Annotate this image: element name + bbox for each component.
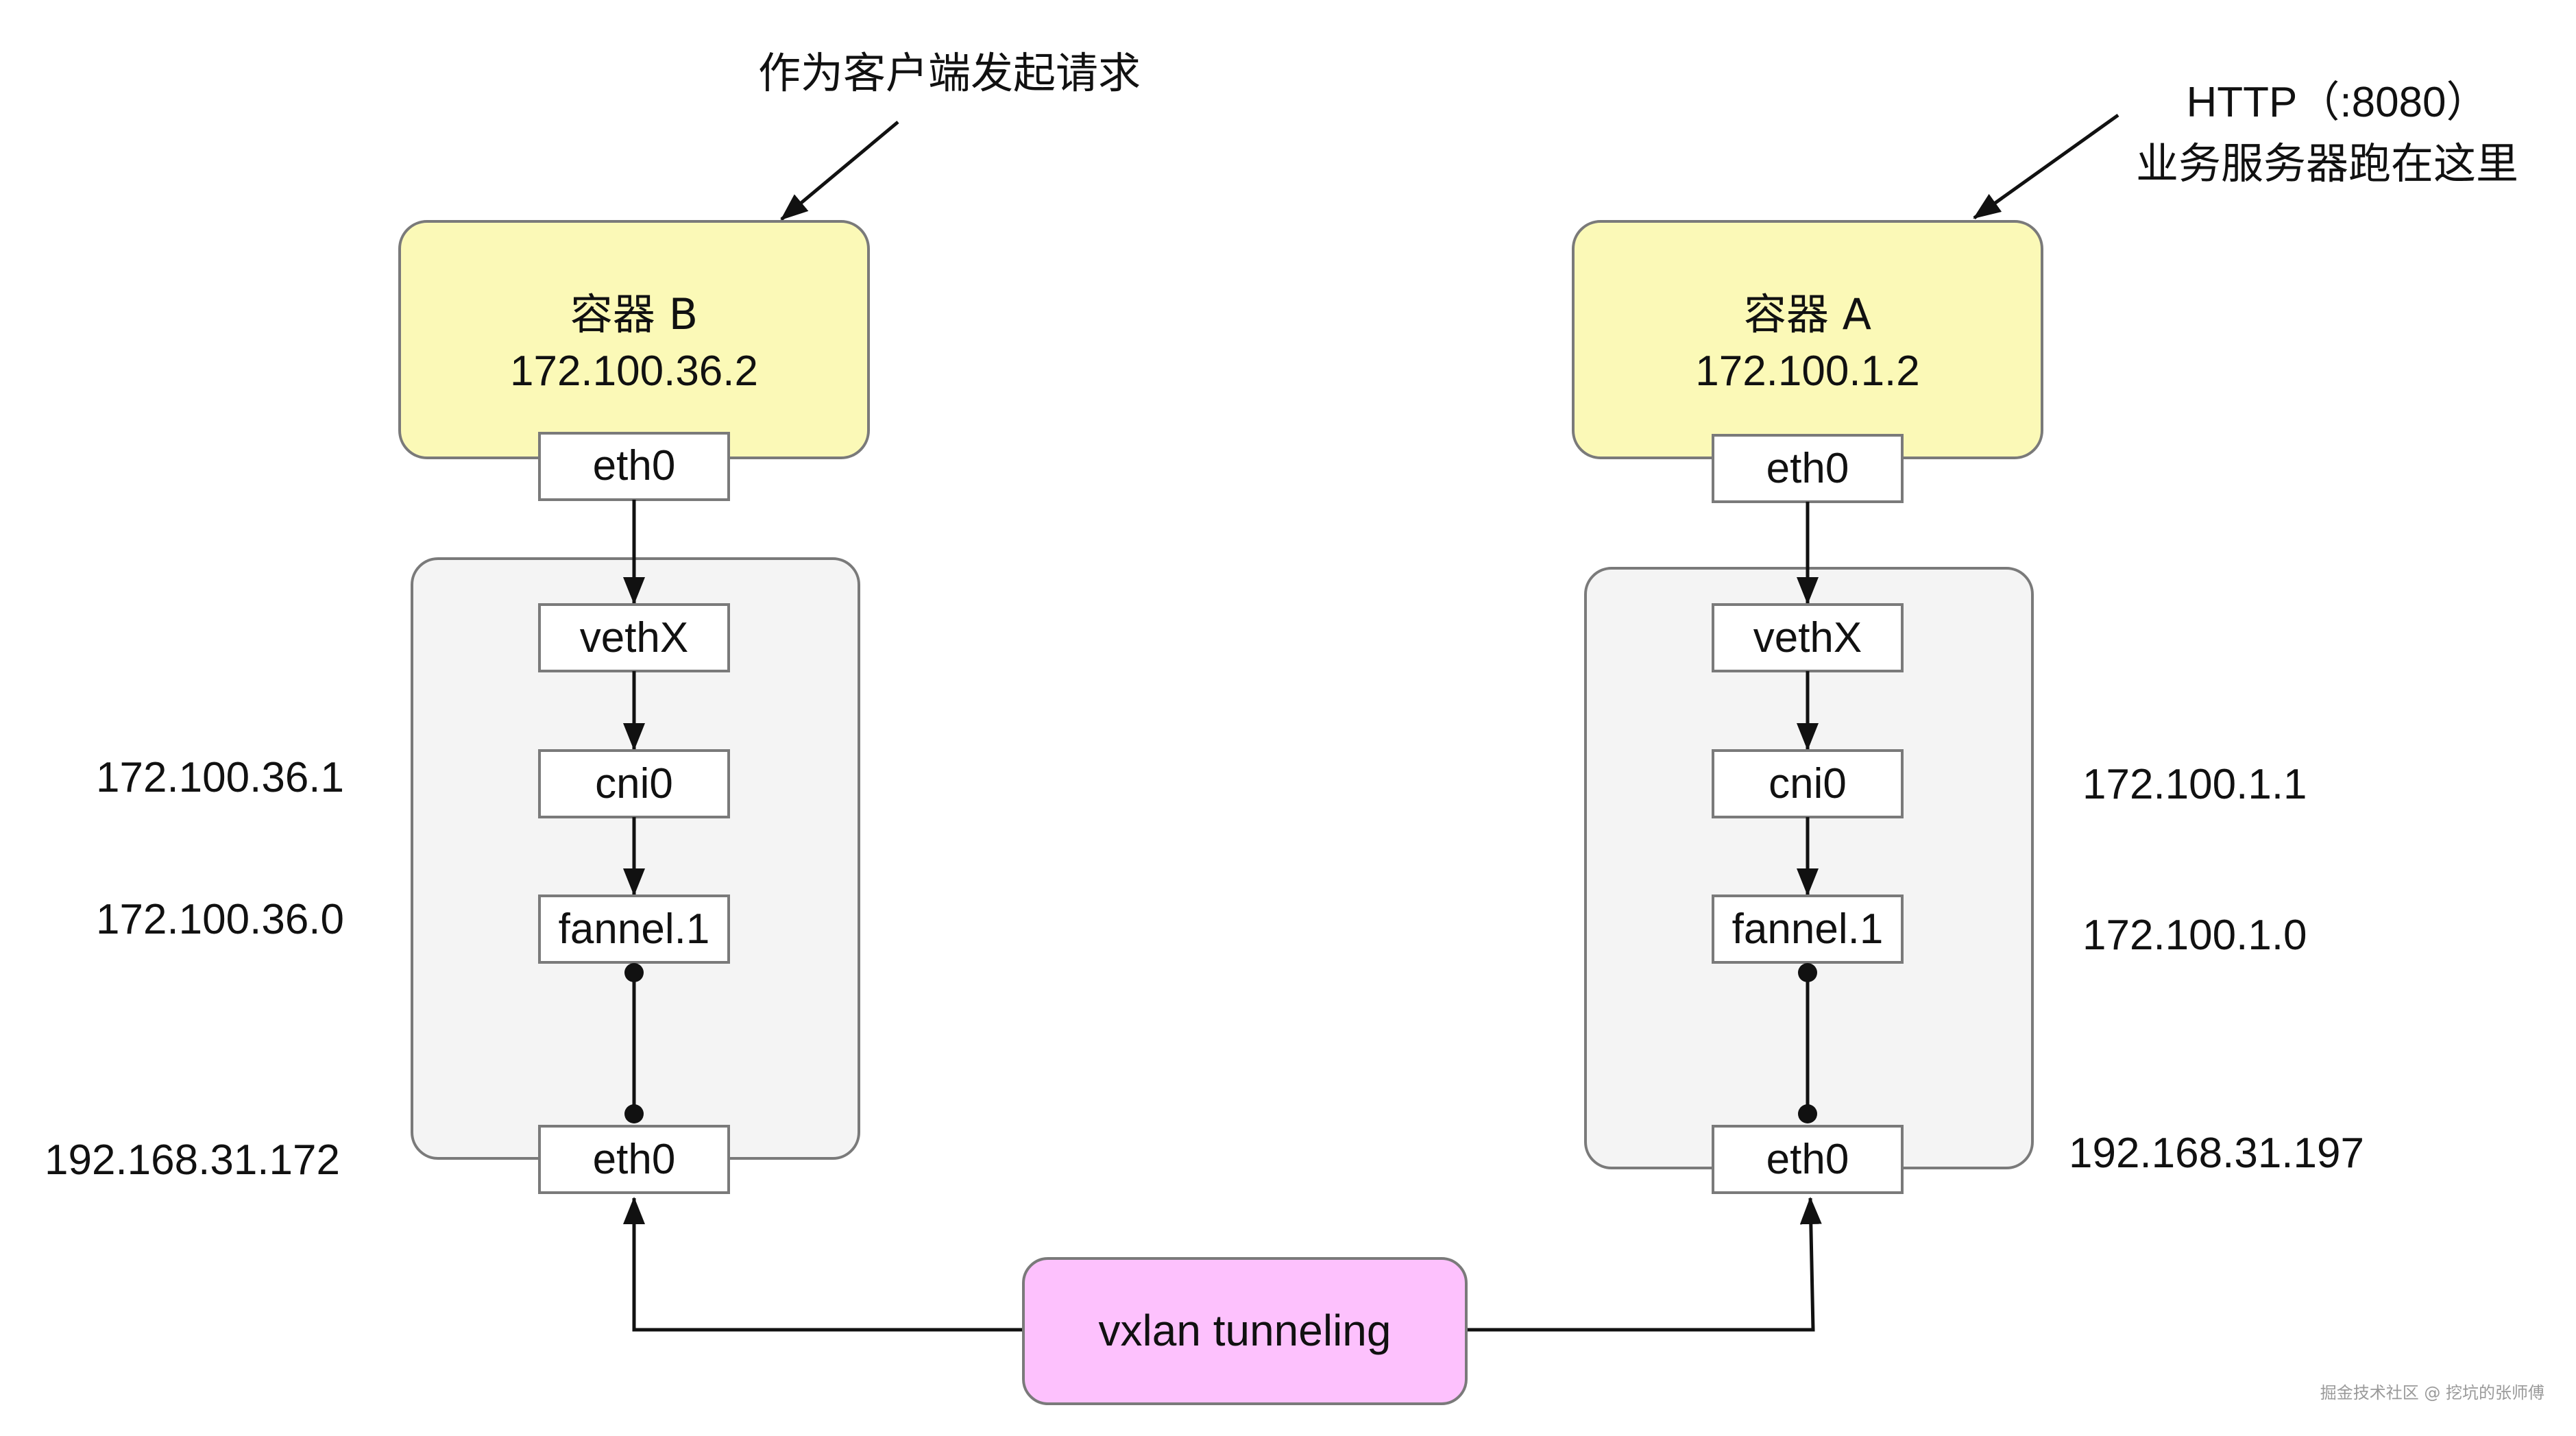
host-b-cni-ip: 172.100.36.1 bbox=[96, 754, 344, 801]
server-annotation: HTTP（:8080） 业务服务器跑在这里 bbox=[1973, 79, 2518, 220]
client-note: 作为客户端发起请求 bbox=[758, 48, 1141, 98]
vxlan-tunnel: vxlan tunneling bbox=[1022, 1257, 1468, 1405]
host-a-cni0: cni0 bbox=[1712, 749, 1904, 818]
host-a-flannel-ip: 172.100.1.0 bbox=[2082, 912, 2307, 959]
host-a-eth0: eth0 bbox=[1712, 1125, 1904, 1194]
svg-text:fannel.1: fannel.1 bbox=[559, 905, 710, 953]
host-a-cni-ip: 172.100.1.1 bbox=[2082, 761, 2307, 808]
container-a-ip: 172.100.1.2 bbox=[1695, 348, 1920, 395]
host-b-veth: vethX bbox=[538, 603, 730, 672]
server-annotation-arrow bbox=[1973, 113, 2119, 220]
client-annotation: 作为客户端发起请求 bbox=[758, 48, 1141, 221]
link-b-flannel-eth0 bbox=[624, 963, 644, 1123]
container-a-eth0: eth0 bbox=[1712, 434, 1904, 503]
svg-text:eth0: eth0 bbox=[593, 1136, 676, 1183]
host-a-flannel: fannel.1 bbox=[1712, 895, 1904, 964]
container-a-title: 容器 A bbox=[1744, 289, 1871, 339]
svg-text:eth0: eth0 bbox=[1766, 445, 1849, 492]
server-note-line1: HTTP（:8080） bbox=[2186, 79, 2488, 126]
tunnel-connector-right bbox=[1466, 1197, 1822, 1332]
link-a-flannel-eth0 bbox=[1798, 963, 1817, 1123]
host-b-eth0-ip: 192.168.31.172 bbox=[45, 1136, 340, 1184]
client-annotation-arrow bbox=[780, 121, 899, 221]
watermark: 掘金技术社区 @ 挖坑的张师傅 bbox=[2320, 1383, 2544, 1402]
host-a-veth: vethX bbox=[1712, 603, 1904, 672]
container-b-ip: 172.100.36.2 bbox=[510, 348, 758, 395]
host-a-eth0-ip: 192.168.31.197 bbox=[2069, 1130, 2364, 1177]
svg-text:vethX: vethX bbox=[580, 614, 689, 661]
svg-text:eth0: eth0 bbox=[1766, 1136, 1849, 1183]
svg-text:vethX: vethX bbox=[1753, 614, 1862, 661]
host-b-eth0: eth0 bbox=[538, 1125, 730, 1194]
host-b-cni0: cni0 bbox=[538, 749, 730, 818]
vxlan-tunnel-label: vxlan tunneling bbox=[1099, 1306, 1392, 1355]
container-b-title: 容器 B bbox=[570, 289, 698, 339]
host-b-flannel-ip: 172.100.36.0 bbox=[96, 896, 344, 943]
svg-text:eth0: eth0 bbox=[593, 442, 676, 489]
container-b-eth0: eth0 bbox=[538, 432, 730, 501]
container-a: 容器 A 172.100.1.2 bbox=[1572, 220, 2043, 459]
server-note-line2: 业务服务器跑在这里 bbox=[2136, 138, 2518, 188]
svg-text:cni0: cni0 bbox=[1769, 760, 1847, 807]
svg-text:fannel.1: fannel.1 bbox=[1732, 905, 1884, 953]
svg-text:cni0: cni0 bbox=[595, 760, 673, 807]
container-b: 容器 B 172.100.36.2 bbox=[398, 220, 870, 459]
host-b-flannel: fannel.1 bbox=[538, 895, 730, 964]
tunnel-connector-left bbox=[623, 1197, 1023, 1332]
